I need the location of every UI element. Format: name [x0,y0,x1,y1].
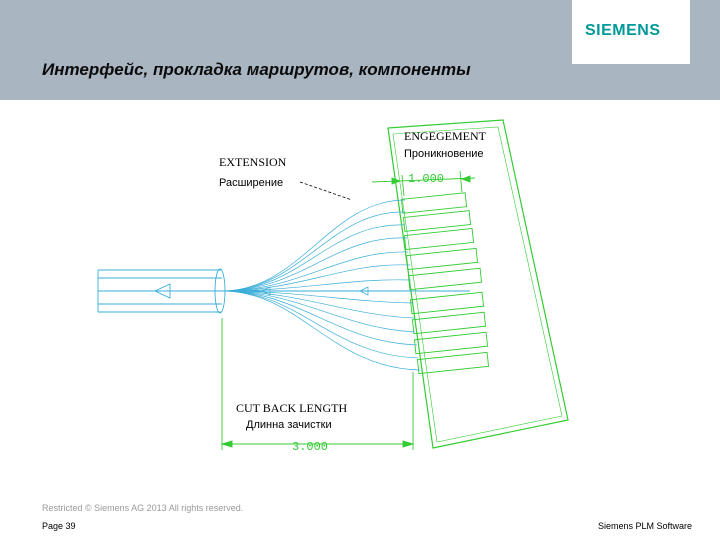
extension-label-ru: Расширение [219,177,283,189]
page-title: Интерфейс, прокладка маршрутов, компонен… [42,60,471,79]
cutback-value: 3.000 [292,440,328,454]
dimension-lines [220,170,476,450]
engagement-value: 1.000 [408,172,444,186]
cutback-label-ru: Длинна зачистки [246,419,332,431]
footer-restricted: Restricted © Siemens AG 2013 All rights … [42,503,244,513]
engagement-label-ru: Проникновение [404,148,484,160]
extension-label: EXTENSION [219,155,287,169]
footer-company: Siemens PLM Software [597,521,692,531]
extension-leader [299,181,353,201]
harness-drawing: ENGEGEMENT Проникновение 1.000 EXTENSION… [97,119,569,454]
terminal-pins [400,192,490,375]
engagement-label: ENGEGEMENT [404,129,487,143]
connector-housing [387,119,569,449]
footer-page-number: Page 39 [42,521,76,531]
fanned-wires [221,199,470,371]
siemens-logo: SIEMENS [585,22,661,39]
cable-bundle [97,268,226,314]
cutback-label: CUT BACK LENGTH [236,401,347,415]
logo-box [572,0,690,64]
